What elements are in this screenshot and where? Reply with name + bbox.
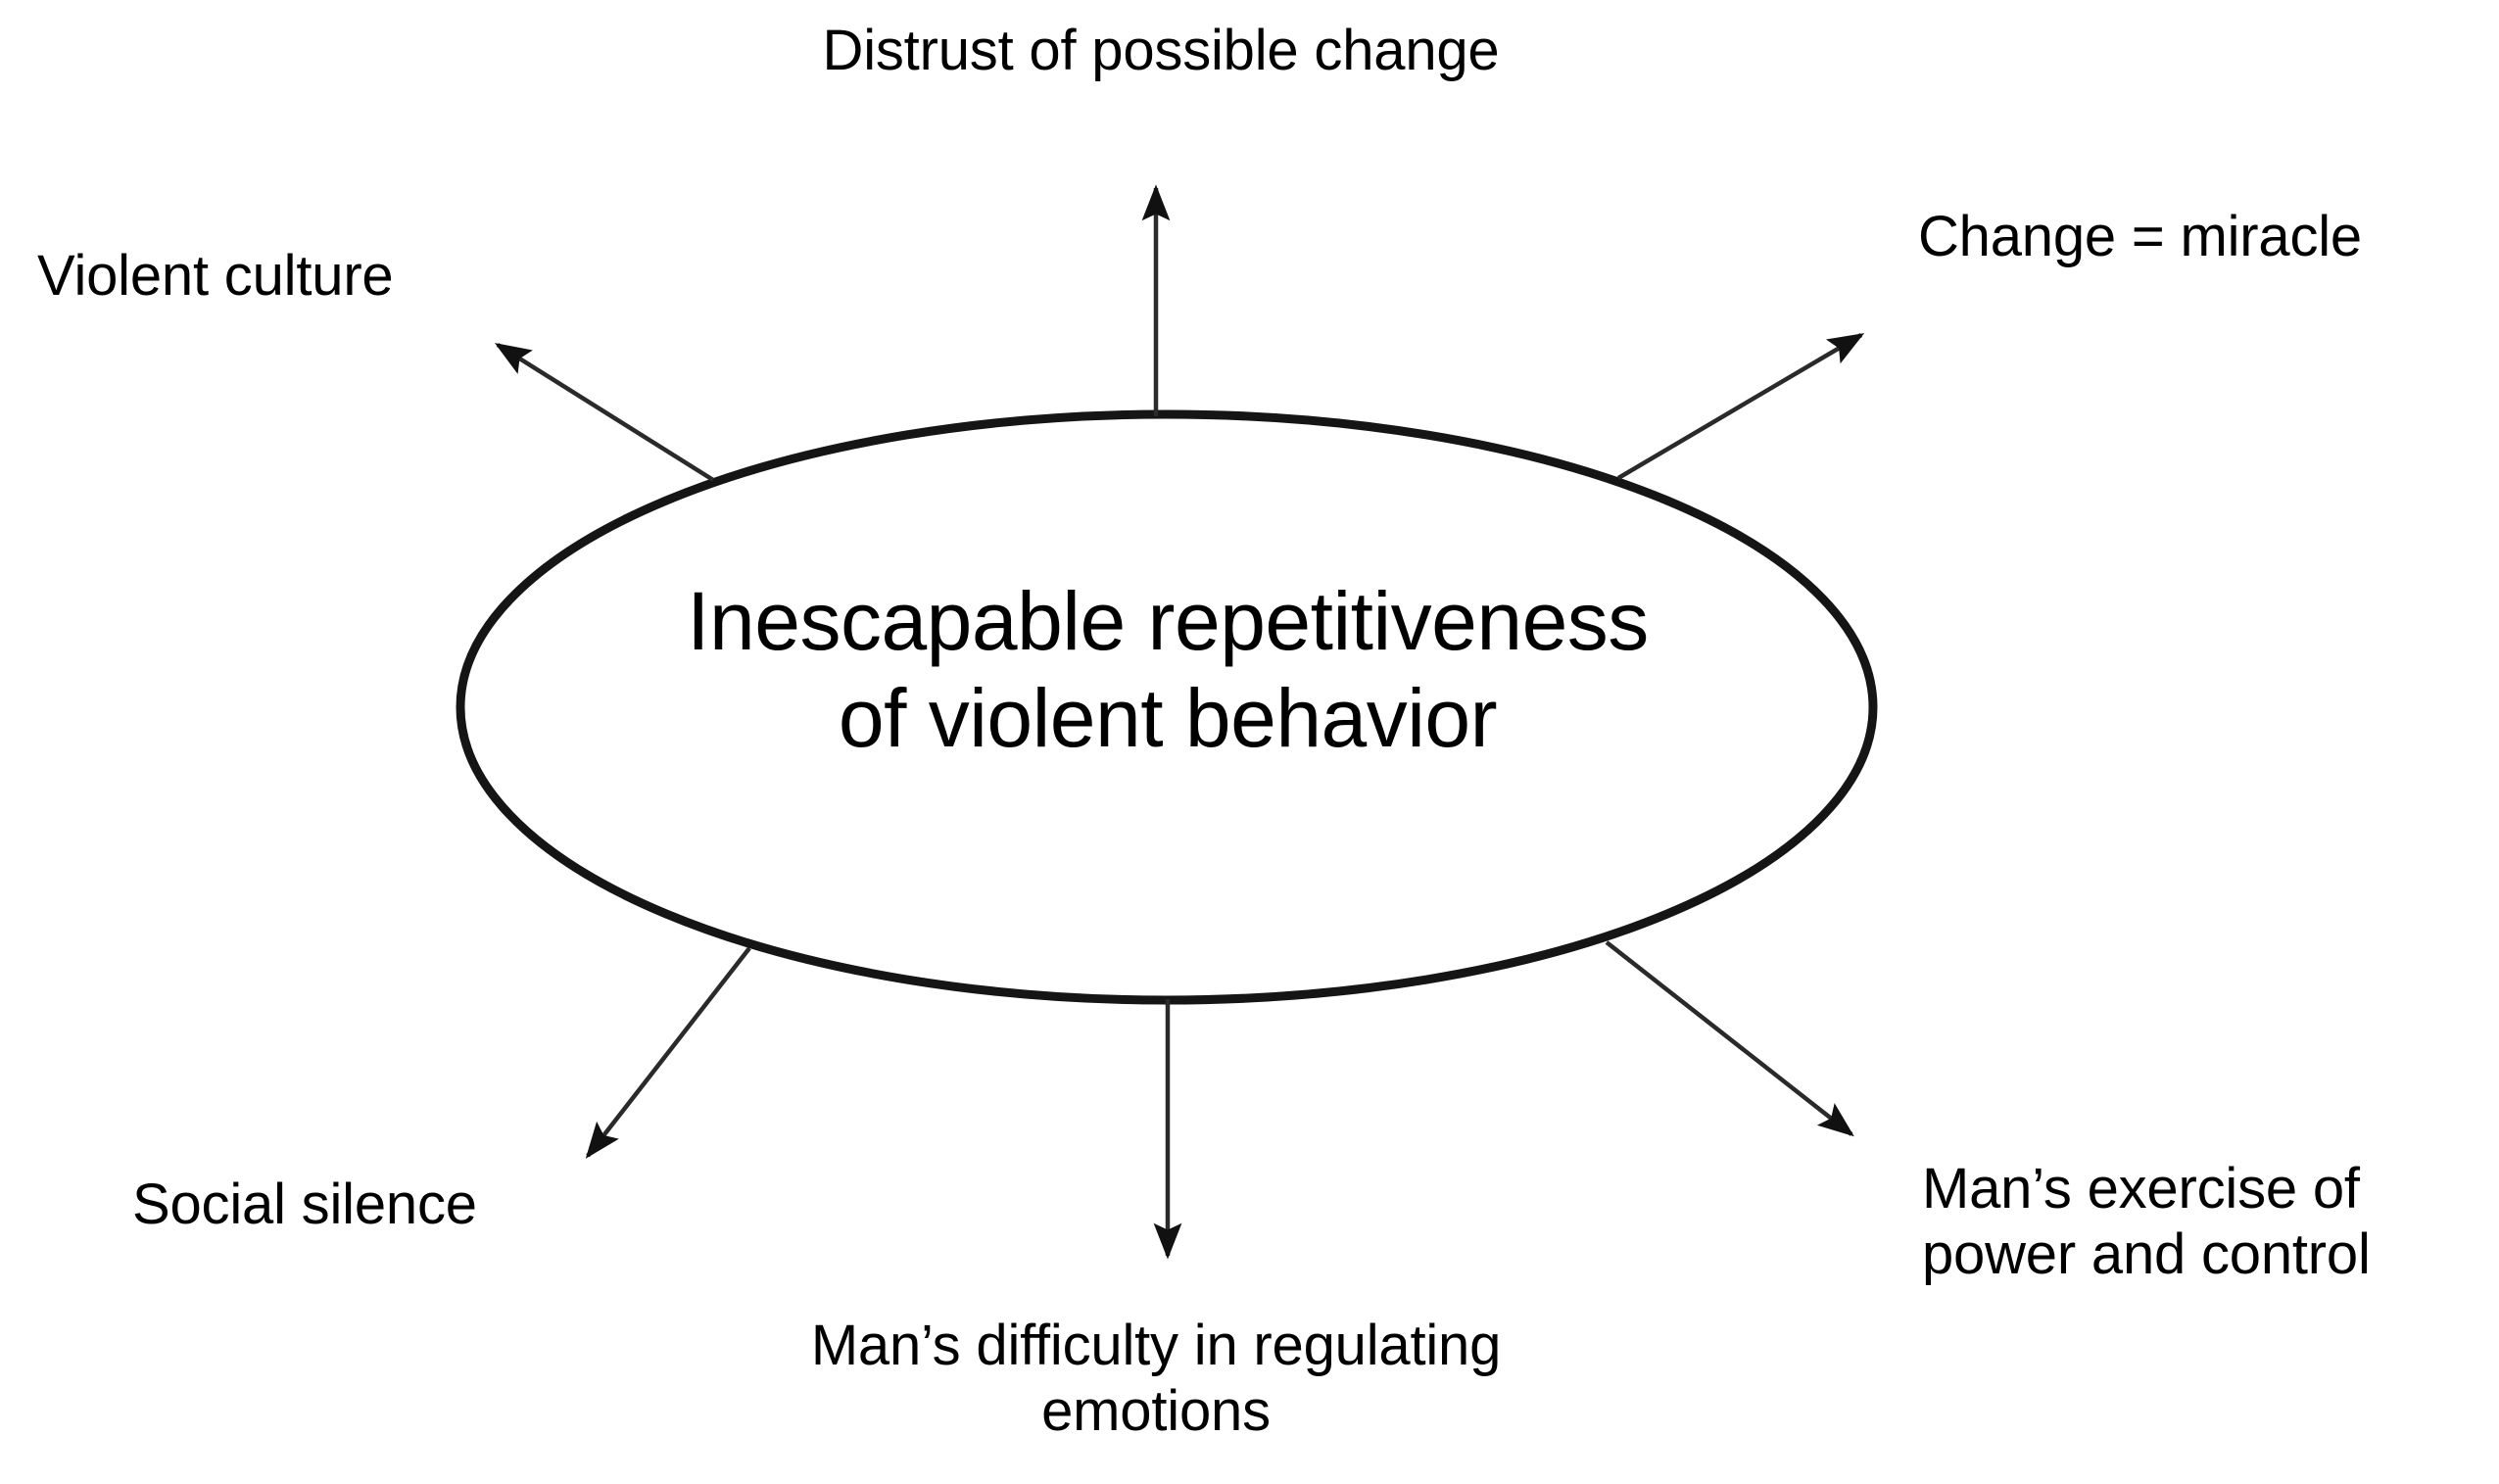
arrow-to-mans-exercise — [1605, 940, 1854, 1137]
node-label-violent-culture: Violent culture — [37, 244, 394, 308]
arrow-to-change-miracle — [1616, 333, 1865, 480]
central-node-label: Inescapable repetitiveness of violent be… — [687, 575, 1649, 765]
arrow-to-social-silence — [585, 946, 751, 1159]
arrow-to-violent-culture — [494, 343, 715, 482]
node-label-change-miracle: Change = miracle — [1918, 205, 2362, 268]
node-label-mans-difficulty: Man’s difficulty in regulating emotions — [810, 1314, 1502, 1444]
node-label-social-silence: Social silence — [132, 1173, 477, 1236]
node-label-mans-exercise: Man’s exercise of power and control — [1922, 1157, 2371, 1287]
node-label-distrust-of-possible-change: Distrust of possible change — [822, 19, 1500, 82]
